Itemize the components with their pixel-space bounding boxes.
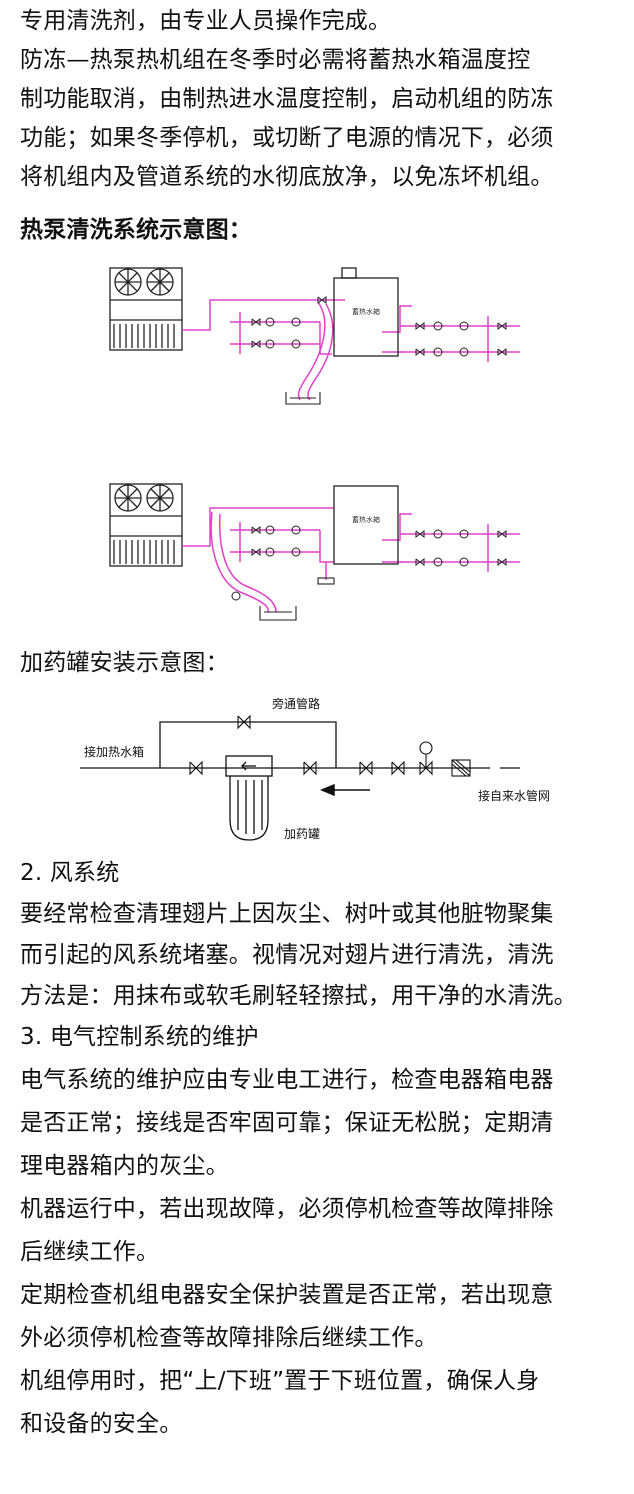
pipes xyxy=(182,299,520,401)
section3-line-6: 定期检查机组电器安全保护装置是否正常，若出现意 xyxy=(20,1282,554,1308)
valves xyxy=(251,296,507,357)
to-tank-label: 接加热水箱 xyxy=(84,744,144,759)
cleaning-bucket xyxy=(259,577,335,621)
section2-line-1: 要经常检查清理翅片上因灰尘、树叶或其他脏物聚集 xyxy=(20,901,554,927)
dosing-pipes xyxy=(80,721,520,769)
storage-tank xyxy=(333,485,399,565)
section3-line-3: 理电器箱内的灰尘。 xyxy=(20,1153,229,1179)
flow-arrow xyxy=(320,783,370,797)
section3-line-2: 是否正常；接线是否牢固可靠；保证无松脱；定期清 xyxy=(20,1110,554,1136)
filter xyxy=(451,759,471,777)
heat-pump-heading: 热泵清洗系统示意图： xyxy=(20,217,252,243)
cleaning-bucket xyxy=(285,392,321,405)
dosing-heading: 加药罐安装示意图： xyxy=(20,650,229,676)
section3-line-9: 和设备的安全。 xyxy=(20,1411,183,1437)
dosing-tank-label: 加药罐 xyxy=(284,827,320,841)
intro-line-3: 制功能取消，由制热进水温度控制，启动机组的防冻 xyxy=(20,86,554,112)
inline-valves xyxy=(189,741,433,776)
section3-line-8: 机组停用时，把“上/下班”置于下班位置，确保人身 xyxy=(20,1368,540,1394)
dosing-tank-diagram: 旁通管路 接加热水箱 接自来水管网 加药罐 xyxy=(80,696,550,841)
tank-label: 蓄热水箱 xyxy=(352,515,380,524)
pipes xyxy=(182,507,520,613)
heat-pump-unit xyxy=(109,483,183,567)
tank-label: 蓄热水箱 xyxy=(352,307,380,316)
bypass-valve xyxy=(237,714,251,730)
dosing-tank xyxy=(225,755,273,841)
section3-title: 3. 电气控制系统的维护 xyxy=(20,1024,259,1050)
section3-line-4: 机器运行中，若出现故障，必须停机检查等故障排除 xyxy=(20,1196,554,1222)
bypass-label: 旁通管路 xyxy=(272,696,320,711)
section3-line-5: 后继续工作。 xyxy=(20,1239,160,1265)
section2-title: 2. 风系统 xyxy=(20,860,120,886)
intro-line-4: 功能；如果冬季停机，或切断了电源的情况下，必须 xyxy=(20,125,554,151)
section3-line-1: 电气系统的维护应由专业电工进行，检查电器箱电器 xyxy=(20,1067,554,1093)
section2-line-2: 而引起的风系统堵塞。视情况对翅片进行清洗，清洗 xyxy=(20,942,554,968)
heat-pump-cleaning-diagram-top: 蓄热水箱 xyxy=(109,267,520,405)
city-water-label: 接自来水管网 xyxy=(478,788,550,803)
section3-line-7: 外必须停机检查等故障排除后继续工作。 xyxy=(20,1325,438,1351)
intro-line-2: 防冻—热泵热机组在冬季时必需将蓄热水箱温度控 xyxy=(20,47,531,73)
heat-pump-unit xyxy=(109,267,183,351)
storage-tank xyxy=(333,267,399,357)
intro-line-5: 将机组内及管道系统的水彻底放净，以免冻坏机组。 xyxy=(20,164,554,190)
intro-line-1: 专用清洗剂，由专业人员操作完成。 xyxy=(20,8,392,34)
heat-pump-cleaning-diagram-bottom: 蓄热水箱 xyxy=(109,483,520,621)
section2-line-3: 方法是：用抹布或软毛刷轻轻擦拭，用干净的水清洗。 xyxy=(20,983,577,1009)
valves xyxy=(231,525,507,601)
